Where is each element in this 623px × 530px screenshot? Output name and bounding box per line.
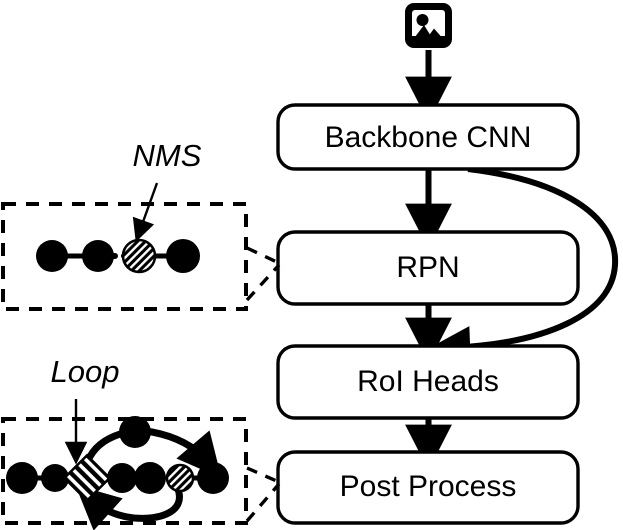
- loop-graph: [6, 416, 229, 530]
- nms-node-3: [166, 239, 200, 273]
- nms-inset-frame: [1, 202, 248, 311]
- nms-label-pointer: [132, 182, 159, 243]
- image-icon: [405, 3, 452, 48]
- loop-node-1: [41, 464, 69, 492]
- nms-graph: [36, 238, 200, 274]
- loop-node-4: [134, 462, 166, 494]
- pipeline-stage-roi-heads[interactable]: RoI Heads: [276, 344, 580, 420]
- loop-node-top: [119, 416, 151, 448]
- pipeline-stage-backbone[interactable]: Backbone CNN: [276, 103, 580, 171]
- loop-node-3: [107, 463, 137, 493]
- loop-node-5-hatched: [165, 463, 195, 493]
- nms-node-1: [82, 240, 114, 272]
- loop-node-2-hatched-diamond: [62, 453, 112, 503]
- pipeline-stage-rpn[interactable]: RPN: [276, 230, 580, 306]
- pipeline-stage-post-process-label: Post Process: [340, 470, 517, 503]
- nms-inset[interactable]: NMS: [1, 138, 281, 311]
- loop-edge-curve-top: [82, 427, 222, 479]
- nms-inset-label: NMS: [133, 138, 202, 173]
- loop-inset-label: Loop: [51, 354, 120, 389]
- loop-inset-frame: [1, 417, 248, 525]
- loop-edge-curve-bottom: [75, 485, 183, 530]
- loop-inset-connector-bottom: [245, 482, 281, 523]
- nms-node-2-hatched: [121, 238, 157, 274]
- loop-inset-connector-top: [246, 466, 280, 484]
- nms-inset-connector-bottom: [245, 263, 281, 302]
- nms-node-0: [36, 240, 68, 272]
- loop-inset[interactable]: Loop: [1, 354, 281, 530]
- nms-inset-connector-top: [246, 246, 280, 265]
- pipeline-stage-rpn-label: RPN: [396, 251, 459, 284]
- loop-node-0: [6, 462, 38, 494]
- pipeline-stage-backbone-label: Backbone CNN: [325, 121, 532, 154]
- pipeline-stage-roi-heads-label: RoI Heads: [357, 365, 499, 398]
- bypass-arrow-backbone-to-roiheads: [427, 166, 619, 369]
- loop-node-6: [197, 462, 229, 494]
- pipeline-stage-post-process[interactable]: Post Process: [276, 450, 580, 525]
